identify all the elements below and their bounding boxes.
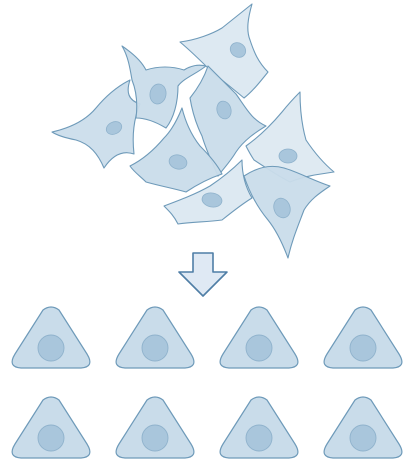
down-arrow-icon xyxy=(179,253,227,296)
triangular-cell xyxy=(12,307,90,368)
triangular-cell xyxy=(12,397,90,458)
transition-arrow xyxy=(179,253,227,296)
cell-nucleus xyxy=(350,335,376,361)
triangular-cell-grid xyxy=(12,307,402,458)
triangular-cell xyxy=(324,307,402,368)
cell-nucleus xyxy=(142,425,168,451)
cell-nucleus xyxy=(246,335,272,361)
irregular-cell xyxy=(244,166,330,258)
cell-nucleus xyxy=(38,335,64,361)
irregular-cell-cluster xyxy=(52,4,334,258)
irregular-cell-body xyxy=(52,80,140,168)
triangular-cell xyxy=(220,307,298,368)
triangular-cell xyxy=(324,397,402,458)
cell-nucleus xyxy=(350,425,376,451)
irregular-cell xyxy=(52,80,140,168)
cell-nucleus xyxy=(142,335,168,361)
cell-nucleus xyxy=(38,425,64,451)
triangular-cell xyxy=(220,397,298,458)
triangular-cell xyxy=(116,307,194,368)
triangular-cell xyxy=(116,397,194,458)
cell-nucleus xyxy=(246,425,272,451)
cell-nucleus xyxy=(279,149,297,163)
